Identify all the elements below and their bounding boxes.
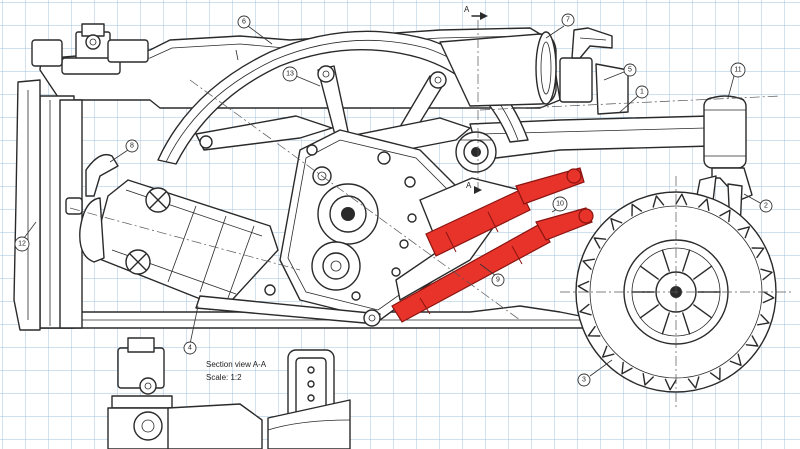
svg-text:10: 10 (556, 201, 564, 208)
callout-1: 1 (635, 85, 649, 99)
leader-lines (23, 25, 763, 377)
tread-lug (709, 367, 721, 381)
tread-lug (675, 193, 688, 206)
callout-10: 10 (552, 196, 568, 212)
tread-lug (593, 237, 607, 249)
top-cylinder (439, 27, 629, 115)
tread-lug (652, 195, 665, 208)
callout-4: 4 (183, 341, 197, 355)
tread-lug (664, 378, 677, 391)
tread-lug (698, 198, 710, 212)
svg-text:5: 5 (628, 67, 632, 74)
wheel-spoke (693, 304, 713, 319)
section-marker-label-lower: A (466, 181, 472, 190)
wheel-spoke (639, 265, 659, 280)
callout-8: 8 (125, 139, 139, 153)
callout-5: 5 (623, 63, 637, 77)
tread-lug (729, 353, 742, 367)
section-marker: A A (464, 5, 488, 194)
callout-6: 6 (237, 15, 251, 29)
svg-text:9: 9 (496, 277, 500, 284)
tread-lug (631, 203, 643, 217)
drive-roller (455, 131, 497, 173)
svg-text:4: 4 (188, 345, 192, 352)
lower-link (195, 295, 381, 327)
callout-13: 13 (282, 66, 298, 82)
callouts: 1 2 3 4 5 6 7 8 9 10 11 12 13 (14, 13, 773, 387)
callout-12: 12 (14, 236, 30, 252)
section-view-scale: Scale: 1:2 (206, 373, 242, 382)
tread-lug (756, 314, 770, 326)
wheel-spoke (682, 249, 691, 272)
svg-text:8: 8 (130, 143, 134, 150)
actuators (391, 167, 594, 323)
wheel-spoke (693, 265, 713, 280)
tread-lug (579, 303, 592, 316)
tread-lug (577, 280, 590, 293)
svg-text:2: 2 (764, 203, 768, 210)
tread-lug (601, 345, 615, 358)
tread-lug (610, 217, 623, 231)
wheel-tread (577, 193, 775, 391)
svg-text:1: 1 (640, 89, 644, 96)
svg-text:3: 3 (582, 377, 586, 384)
svg-text:13: 13 (286, 71, 294, 78)
tread-lug (762, 291, 775, 304)
svg-text:6: 6 (242, 19, 246, 26)
wheel-spokes (631, 249, 721, 335)
frame (13, 23, 591, 331)
tread-lug (642, 372, 654, 386)
callout-11: 11 (730, 62, 746, 78)
tread-lug (687, 376, 700, 389)
svg-text:11: 11 (734, 67, 741, 74)
svg-text:7: 7 (566, 17, 570, 24)
svg-text:12: 12 (18, 241, 26, 248)
section-view-title: Section view A-A (206, 360, 267, 369)
tread-lug (621, 361, 633, 375)
callout-7: 7 (561, 13, 575, 27)
section-marker-label: A (464, 5, 470, 14)
tread-lug (582, 258, 596, 270)
tread-lug (719, 209, 731, 223)
callout-3: 3 (577, 373, 591, 387)
wheel-spoke (682, 312, 691, 335)
tread-lug (751, 247, 765, 259)
callout-9: 9 (491, 273, 505, 287)
tread-lug (745, 335, 759, 347)
section-view: Section view A-A Scale: 1:2 (107, 337, 351, 449)
callout-2: 2 (759, 199, 773, 213)
motor (65, 153, 301, 307)
wheel-spoke (661, 249, 670, 272)
tread-lug (737, 226, 751, 239)
wheel-spoke (661, 312, 670, 335)
wheel-spoke (639, 304, 659, 319)
tread-lug (760, 268, 773, 281)
tread-lug (587, 325, 601, 337)
